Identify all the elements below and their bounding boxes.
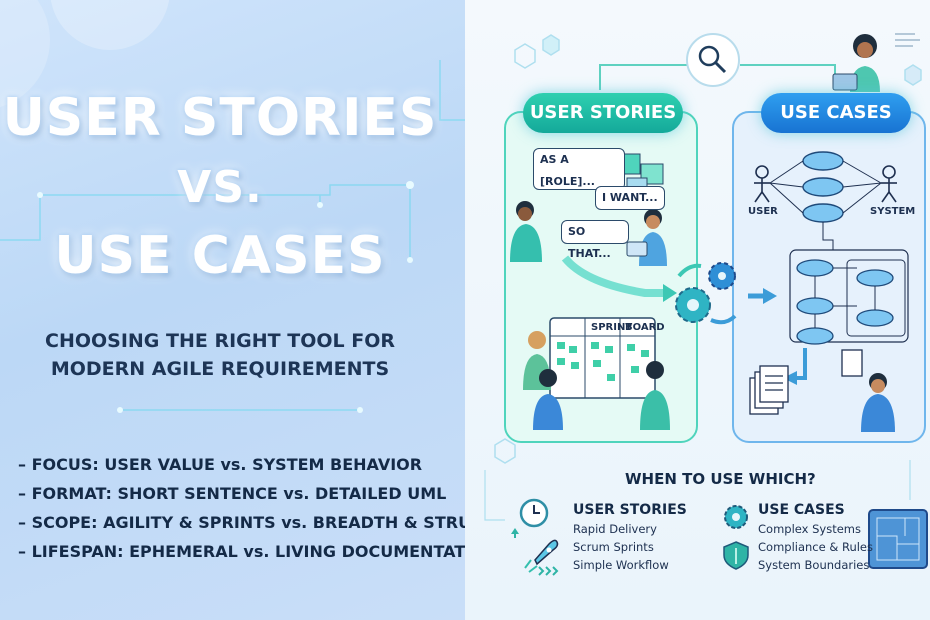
title-vs: VS. xyxy=(177,162,263,213)
left-panel: USER STORIES VS. USE CASES CHOOSING THE … xyxy=(0,0,465,620)
cases-item: Compliance & Rules xyxy=(758,540,873,554)
person-analyst-icon xyxy=(861,373,895,432)
right-panel: USER STORIES USE CASES AS A [ROLE]... I … xyxy=(465,0,930,620)
rocket-icon xyxy=(524,539,559,573)
team-people-icon xyxy=(523,331,670,430)
title-use-cases: USE CASES xyxy=(54,226,386,286)
bullet-focus: – FOCUS: USER VALUE vs. SYSTEM BEHAVIOR xyxy=(18,455,423,474)
cases-item: Complex Systems xyxy=(758,522,861,536)
subtitle-line-1: CHOOSING THE RIGHT TOOL FOR xyxy=(45,330,395,352)
stories-item: Scrum Sprints xyxy=(573,540,654,554)
when-to-use-title: WHEN TO USE WHICH? xyxy=(625,470,816,488)
bullet-lifespan: – LIFESPAN: EPHEMERAL vs. LIVING DOCUMEN… xyxy=(18,542,465,561)
person-tablet-icon xyxy=(626,209,667,266)
title-user-stories: USER STORIES xyxy=(2,88,438,148)
use-cases-header: USE CASES xyxy=(761,93,911,133)
sprint-board xyxy=(549,317,656,399)
stories-item: Rapid Delivery xyxy=(573,522,657,536)
person-talking-icon xyxy=(510,201,542,262)
speech-bubble-want: I WANT... xyxy=(595,186,665,210)
bullet-format: – FORMAT: SHORT SENTENCE vs. DETAILED UM… xyxy=(18,484,447,503)
gear-small-icon xyxy=(724,505,748,529)
cases-item: System Boundaries xyxy=(758,558,870,572)
actor-user-label: USER xyxy=(748,206,778,217)
subtitle-line-2: MODERN AGILE REQUIREMENTS xyxy=(50,358,390,380)
use-case-ovals xyxy=(802,151,844,223)
speech-bubble-role: AS A [ROLE]... xyxy=(533,148,625,190)
board-label-sprint: SPRINT xyxy=(591,322,633,333)
blueprint-icon xyxy=(868,509,928,569)
speech-bubble-so-that: SO THAT... xyxy=(561,220,629,260)
diagram-art xyxy=(484,33,928,576)
actor-system-label: SYSTEM xyxy=(870,206,916,217)
stories-item: Simple Workflow xyxy=(573,558,669,572)
laptop-person-icon xyxy=(832,33,920,92)
actor-system-icon xyxy=(881,165,897,203)
clock-icon xyxy=(519,498,549,528)
shield-icon xyxy=(723,541,749,570)
actor-user-icon xyxy=(754,165,770,203)
cases-heading: USE CASES xyxy=(758,502,845,518)
board-label-board: BOARD xyxy=(625,322,665,333)
circuit-decoration xyxy=(0,60,465,411)
document-icon xyxy=(749,349,863,415)
comparison-bullets: – FOCUS: USER VALUE vs. SYSTEM BEHAVIOR … xyxy=(18,450,465,566)
gear-icon xyxy=(675,262,736,323)
chevrons-icon xyxy=(538,566,559,576)
stories-heading: USER STORIES xyxy=(573,502,687,518)
bullet-scope: – SCOPE: AGILITY & SPRINTS vs. BREADTH &… xyxy=(18,513,465,532)
user-stories-header: USER STORIES xyxy=(523,93,683,133)
hex-decoration xyxy=(494,34,922,464)
search-icon xyxy=(686,33,740,87)
